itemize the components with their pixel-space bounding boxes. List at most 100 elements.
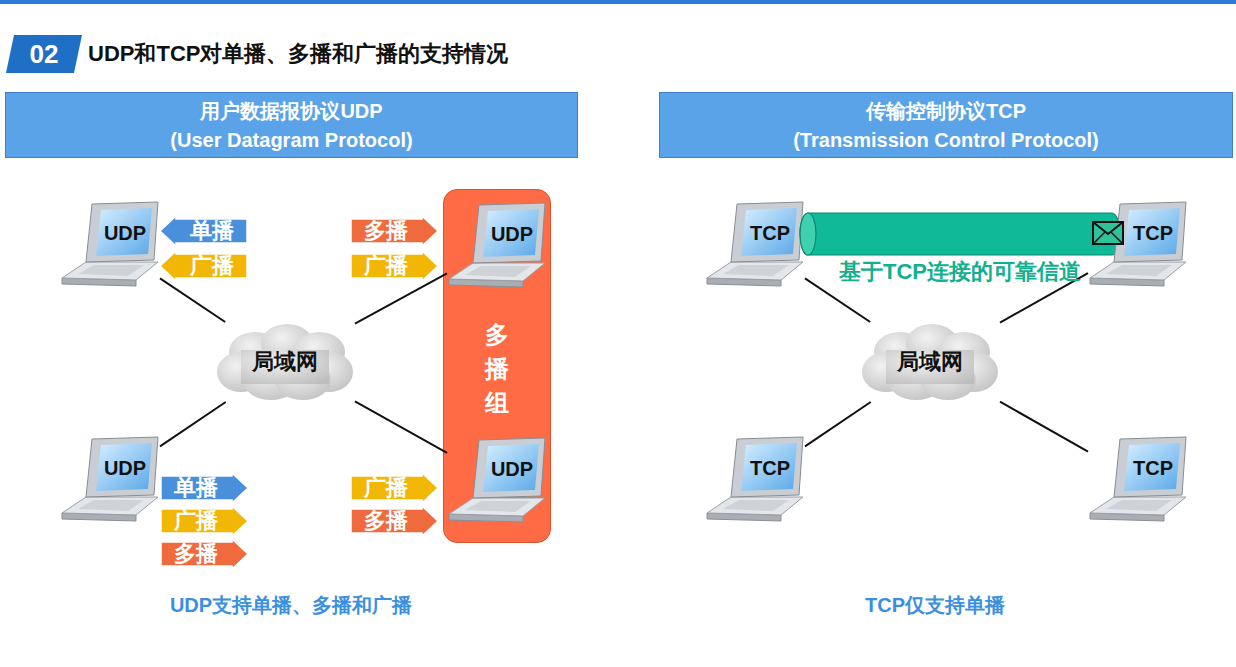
node-text: 局域网 <box>897 348 963 376</box>
laptop-screen-frame <box>473 438 545 498</box>
arrow-tag-label: 广播 <box>176 251 248 281</box>
laptop-screen-frame <box>731 437 803 497</box>
network-link <box>805 402 871 446</box>
laptop-base <box>707 497 803 515</box>
cylinder-shape <box>800 212 1120 256</box>
arrow-tag: 广播 <box>160 251 248 281</box>
laptop-node: TCP <box>1088 435 1188 525</box>
node-text: (User Datagram Protocol) <box>6 126 577 155</box>
lan-cloud: 局域网 <box>215 322 355 402</box>
cloud-label: 局域网 <box>215 322 355 402</box>
laptop-keyboard <box>465 266 531 277</box>
arrow-tag: 广播 <box>350 251 438 281</box>
laptop-keyboard <box>78 265 144 276</box>
network-link <box>160 402 226 446</box>
laptop-base <box>449 263 545 281</box>
laptop-icon <box>60 435 160 525</box>
laptop-label: TCP <box>1124 455 1182 481</box>
laptop-base <box>62 262 158 280</box>
panel-caption: TCP仅支持单播 <box>735 590 1135 620</box>
laptop-label: UDP <box>483 221 541 247</box>
laptop-keyboard <box>723 500 789 511</box>
node-text: TCP <box>741 220 799 246</box>
multicast-group-box: 多播组UDPUDP <box>443 189 551 543</box>
laptop-screen-frame <box>1114 202 1186 262</box>
arrow-tag: 多播 <box>160 539 248 569</box>
node-text: UDP <box>483 221 541 247</box>
arrow-tag-label: 广播 <box>160 506 232 536</box>
panel-caption: UDP支持单播、多播和广播 <box>91 590 491 620</box>
node-text: 广播 <box>350 251 422 281</box>
tcp-channel-cylinder: 基于TCP连接的可靠信道 <box>800 212 1120 256</box>
envelope-icon <box>1092 221 1124 245</box>
node-text: UDP <box>96 455 154 481</box>
laptop-node: UDP <box>447 436 547 526</box>
top-rule <box>0 0 1236 4</box>
laptop-icon <box>60 200 160 290</box>
slide-title: UDP和TCP对单播、多播和广播的支持情况 <box>88 40 508 68</box>
arrow-tag: 多播 <box>350 216 438 246</box>
arrow-tag-outline <box>160 251 247 281</box>
envelope-fold <box>1111 232 1123 244</box>
laptop-icon <box>447 201 547 291</box>
laptop-label: UDP <box>96 220 154 246</box>
header-box: 用户数据报协议UDP(User Datagram Protocol) <box>5 92 578 158</box>
laptop-screen-frame <box>731 202 803 262</box>
laptop-icon <box>705 200 805 290</box>
arrow-tag-outline <box>351 473 438 503</box>
arrow-tag-label: 广播 <box>350 473 422 503</box>
laptop-keyboard <box>78 500 144 511</box>
arrow-tag-outline <box>351 506 438 536</box>
laptop-node: TCP <box>705 200 805 290</box>
envelope-body <box>1093 222 1123 244</box>
arrow-tag-label: 多播 <box>160 539 232 569</box>
arrow-tag-label: 单播 <box>176 216 248 246</box>
laptop-base <box>1090 262 1186 280</box>
node-text: UDP <box>96 220 154 246</box>
arrow-tag: 广播 <box>160 506 248 536</box>
laptop-icon <box>1088 200 1188 290</box>
laptop-node: TCP <box>705 435 805 525</box>
arrow-tag-outline <box>161 506 248 536</box>
node-text: 用户数据报协议UDP <box>6 97 577 126</box>
node-text: 多播 <box>160 539 232 569</box>
envelope-fold <box>1093 232 1105 244</box>
arrow-tag-outline <box>160 216 247 246</box>
arrow-tag: 单播 <box>160 473 248 503</box>
node-text: 多播 <box>350 216 422 246</box>
arrow-tag-label: 单播 <box>160 473 232 503</box>
network-link <box>355 401 447 453</box>
node-text: 广播 <box>160 506 232 536</box>
laptop-screen-frame <box>1114 437 1186 497</box>
arrow-tag: 多播 <box>350 506 438 536</box>
arrow-tag: 单播 <box>160 216 248 246</box>
header-box: 传输控制协议TCP(Transmission Control Protocol) <box>659 92 1233 158</box>
laptop-icon <box>1088 435 1188 525</box>
network-link <box>1000 402 1088 452</box>
laptop-keyboard <box>1106 500 1172 511</box>
arrow-tag-outline <box>351 216 438 246</box>
arrow-tag-label: 多播 <box>350 506 422 536</box>
node-text: UDP <box>483 456 541 482</box>
node-text: 多播 <box>350 506 422 536</box>
network-link <box>355 273 447 323</box>
cylinder-end <box>800 213 816 255</box>
laptop-label: UDP <box>483 456 541 482</box>
laptop-keyboard <box>723 265 789 276</box>
laptop-screen-frame <box>86 437 158 497</box>
laptop-node: TCP <box>1088 200 1188 290</box>
arrow-tag-outline <box>351 251 438 281</box>
lan-cloud: 局域网 <box>860 322 1000 402</box>
laptop-label: TCP <box>741 220 799 246</box>
laptop-base <box>707 262 803 280</box>
badge-number: 02 <box>4 33 84 75</box>
arrow-tag: 广播 <box>350 473 438 503</box>
laptop-node: UDP <box>60 435 160 525</box>
node-text: (Transmission Control Protocol) <box>660 126 1232 155</box>
network-link <box>160 278 225 322</box>
node-text: 广播 <box>176 251 248 281</box>
laptop-base <box>62 497 158 515</box>
cloud-shape <box>217 324 353 400</box>
node-text: TCP <box>1124 455 1182 481</box>
envelope-flap <box>1093 222 1123 234</box>
